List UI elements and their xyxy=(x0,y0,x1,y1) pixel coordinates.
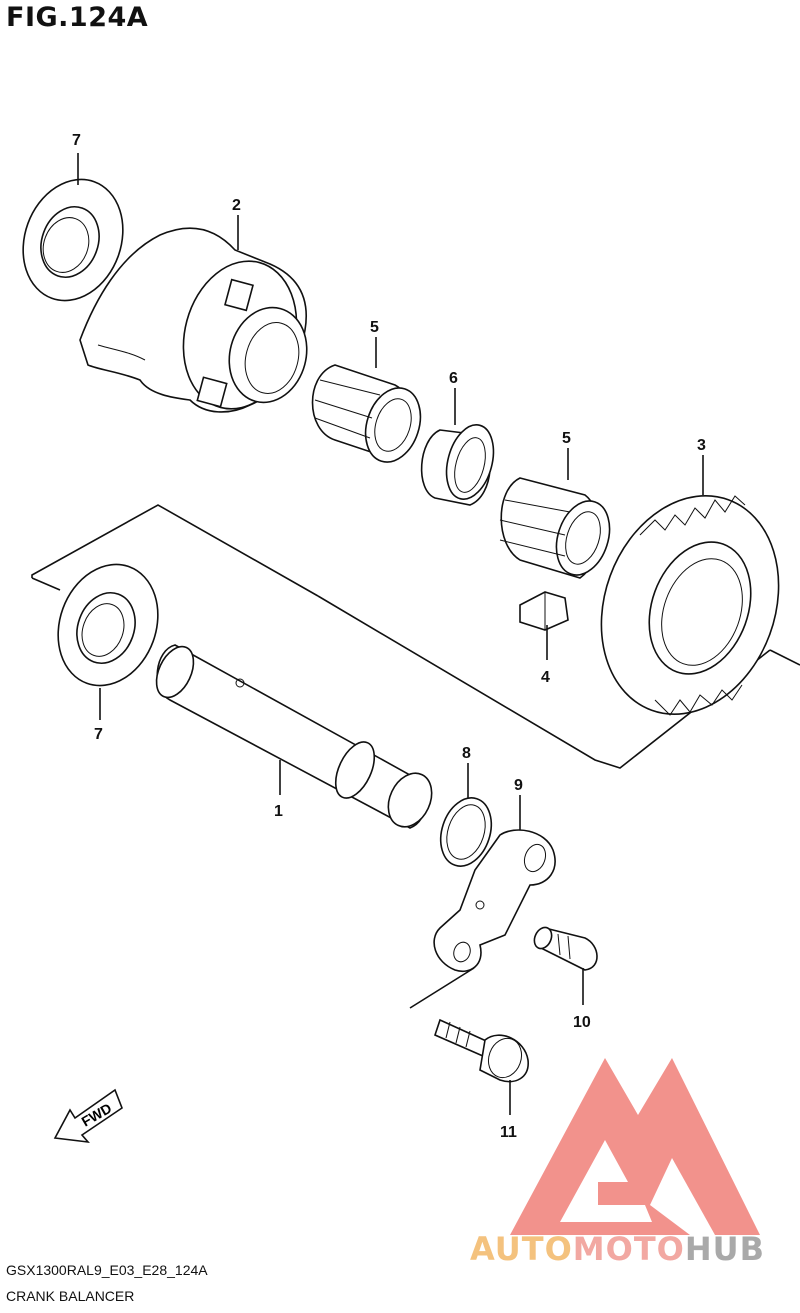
part-5-needle-bearing-lower xyxy=(499,477,611,579)
figure-title: FIG.124A xyxy=(6,2,149,33)
footer-diagram-code: GSX1300RAL9_E03_E28_124A xyxy=(6,1262,208,1278)
fwd-arrow-icon: FWD xyxy=(53,1088,123,1144)
callout-3: 3 xyxy=(697,437,706,454)
callout-8: 8 xyxy=(462,745,471,762)
callout-10: 10 xyxy=(573,1014,591,1031)
callout-5-lower: 5 xyxy=(562,430,571,447)
part-10-bolt xyxy=(533,926,598,971)
part-3-driven-gear xyxy=(600,495,780,716)
part-11-flange-bolt xyxy=(434,1018,529,1083)
part-6-spacer xyxy=(420,424,495,506)
part-8-o-ring xyxy=(439,797,493,867)
callout-7-lower: 7 xyxy=(94,726,103,743)
callout-5-upper: 5 xyxy=(370,319,379,336)
callout-11: 11 xyxy=(500,1124,517,1141)
watermark-part-auto: AUTO xyxy=(470,1230,573,1268)
watermark-text: AUTOMOTOHUB xyxy=(470,1230,765,1268)
footer-diagram-name: CRANK BALANCER xyxy=(6,1288,135,1304)
callout-4: 4 xyxy=(541,669,550,686)
callout-labels: 7 2 5 6 5 3 4 7 1 8 9 10 11 xyxy=(72,132,706,1141)
watermark-part-hub: HUB xyxy=(684,1230,766,1268)
callout-6: 6 xyxy=(449,370,458,387)
callout-1: 1 xyxy=(274,803,283,820)
part-1-balancer-shaft xyxy=(155,644,433,829)
callout-7-upper: 7 xyxy=(72,132,81,149)
watermark-logo-icon xyxy=(510,1058,760,1235)
part-9-balancer-arm xyxy=(433,829,556,972)
watermark-part-moto: MOTO xyxy=(572,1230,685,1268)
callout-2: 2 xyxy=(232,197,241,214)
leader-lines xyxy=(77,153,704,1115)
part-7-oil-seal-lower xyxy=(57,563,159,687)
callout-9: 9 xyxy=(514,777,523,794)
part-4-key xyxy=(519,591,569,631)
part-2-balancer-weight xyxy=(79,227,308,413)
part-7-oil-seal-upper xyxy=(22,178,124,302)
part-5-needle-bearing-upper xyxy=(311,364,422,463)
